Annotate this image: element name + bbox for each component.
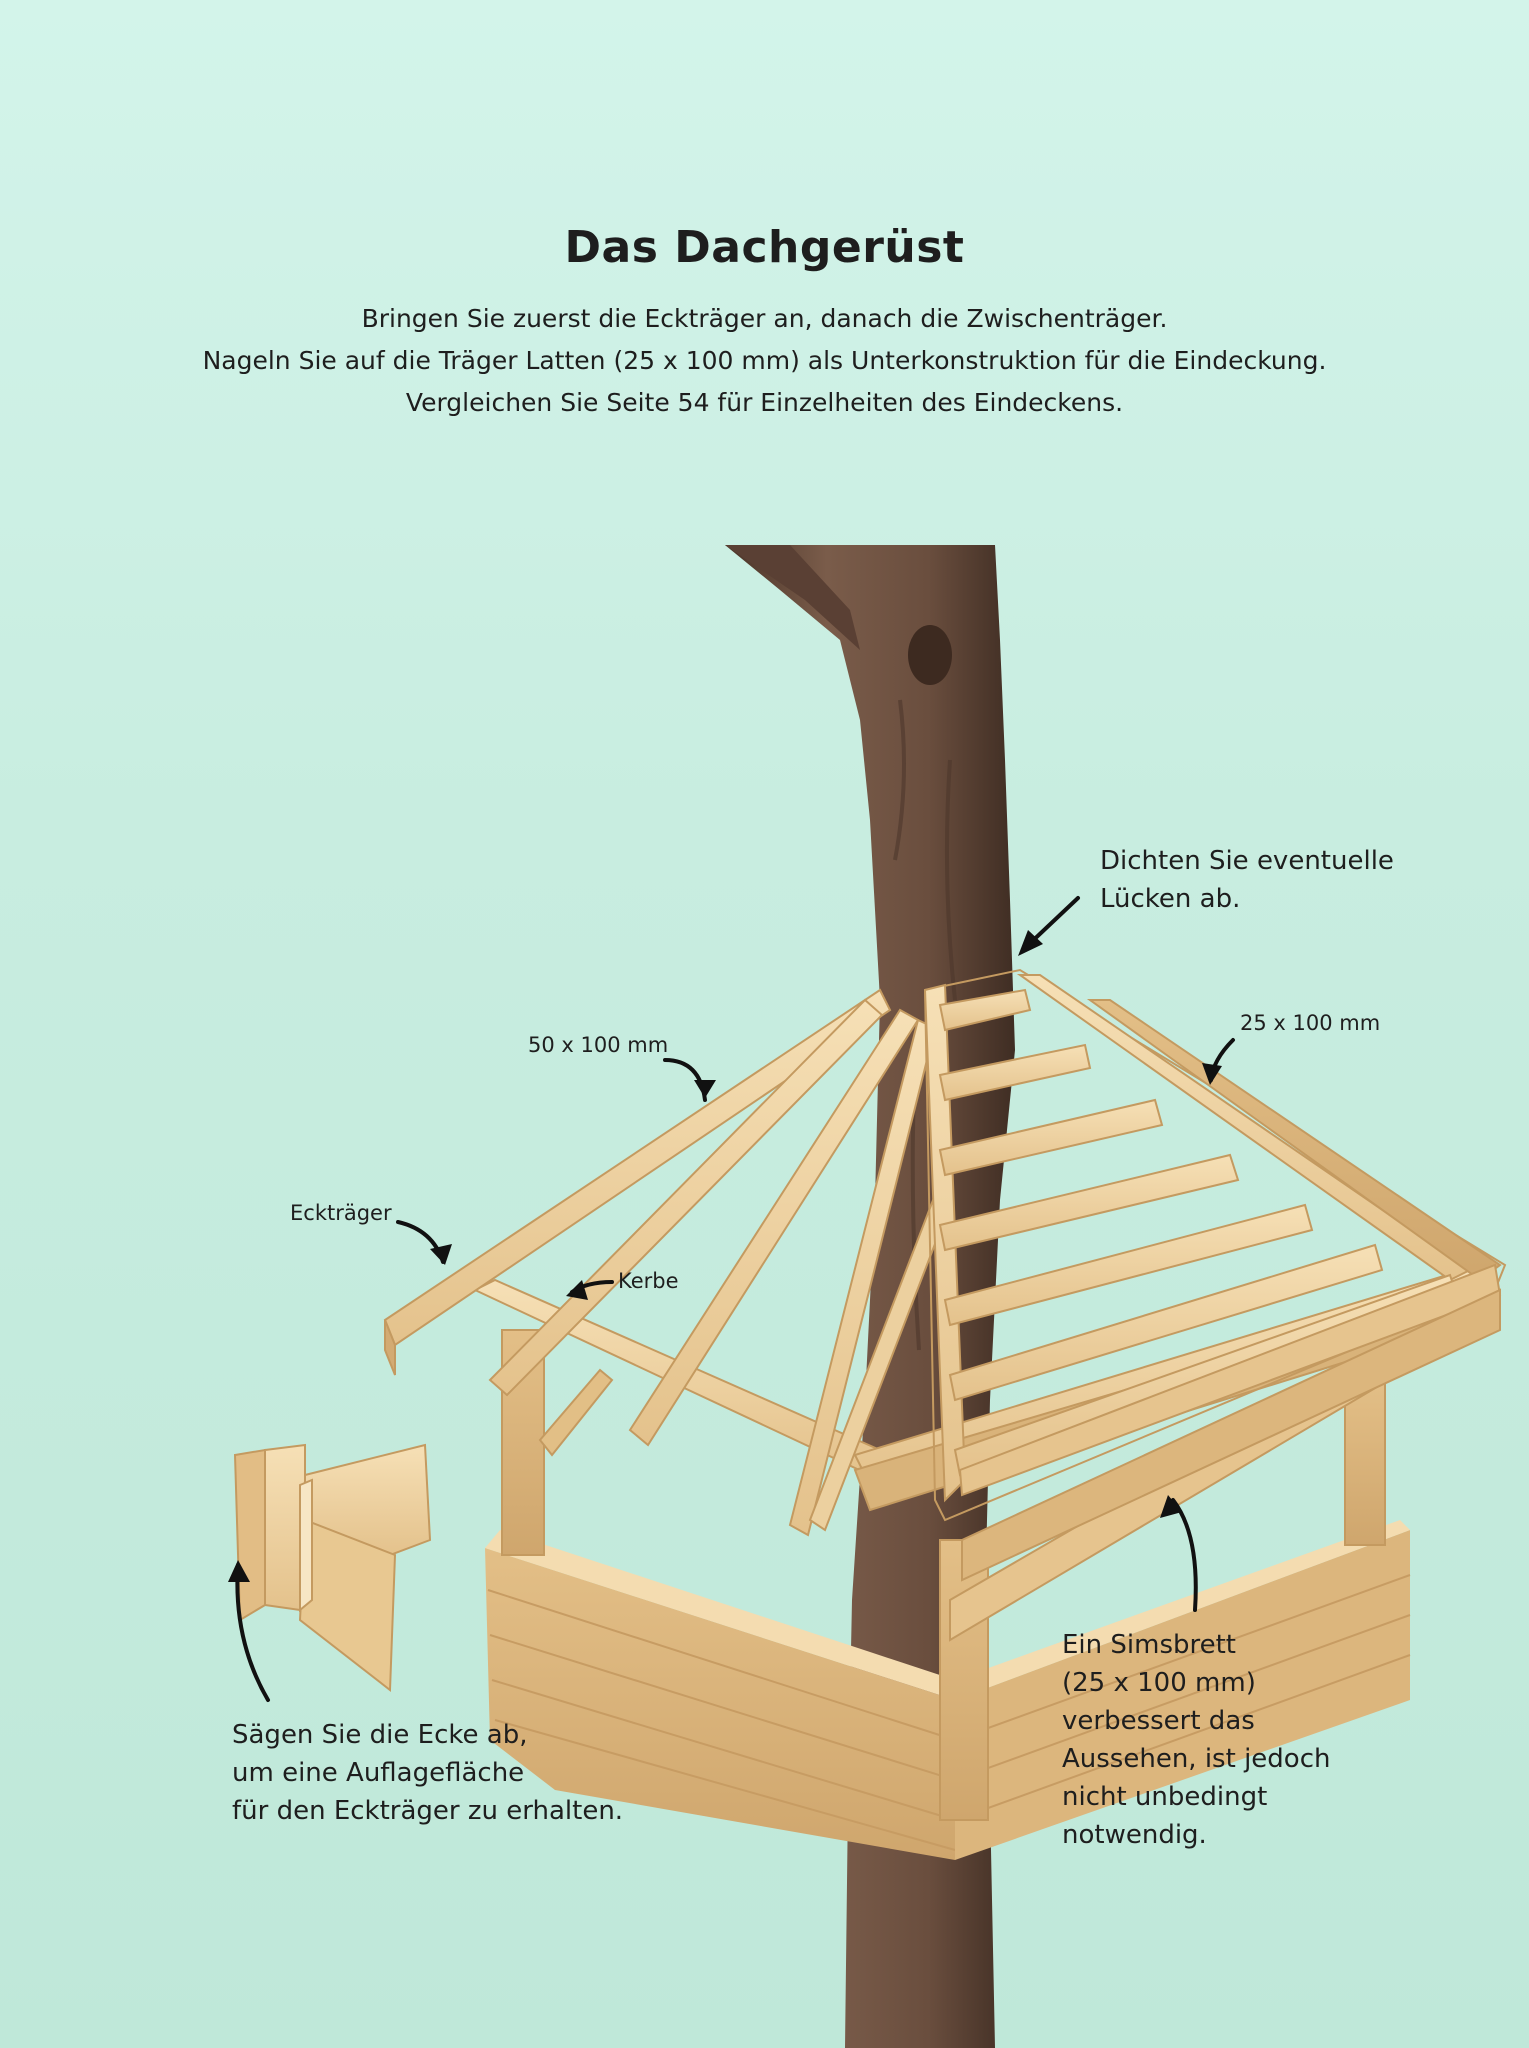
label-line: (25 x 100 mm) [1062,1668,1256,1698]
intro-text: Bringen Sie zuerst die Eckträger an, dan… [0,298,1529,424]
cut-corner-detail [233,1443,432,1692]
right-roof-battens [923,968,1507,1582]
label-line: Aussehen, ist jedoch [1062,1744,1331,1774]
label-line: Sägen Sie die Ecke ab, [232,1720,528,1750]
label-batten-size: 25 x 100 mm [1240,1011,1381,1035]
label-rafter-size: 50 x 100 mm [528,1033,669,1057]
arrow-gaps [1018,896,1080,956]
arrow-rafter-size [663,1058,716,1102]
label-line: verbessert das [1062,1706,1255,1736]
label-fascia: Ein Simsbrett (25 x 100 mm) verbessert d… [1062,1626,1330,1854]
arrow-notch [566,1280,614,1300]
label-notch: Kerbe [618,1269,679,1293]
platform-box [485,1520,1411,1860]
label-seal-gaps: Dichten Sie eventuelle Lücken ab. [1100,842,1394,918]
label-line: nicht unbedingt [1062,1782,1268,1812]
left-rafters [383,988,952,1537]
intro-line: Nageln Sie auf die Träger Latten (25 x 1… [202,346,1327,375]
intro-line: Vergleichen Sie Seite 54 für Einzelheite… [405,388,1124,417]
label-line: notwendig. [1062,1820,1207,1850]
label-line: um eine Auflagefläche [232,1758,525,1788]
page-title: Das Dachgerüst [564,222,965,273]
arrow-corner-rafter [396,1220,452,1265]
label-line: Dichten Sie eventuelle [1100,846,1394,876]
label-line: Ein Simsbrett [1062,1630,1237,1660]
arrow-fascia [1160,1495,1198,1612]
arrow-saw-corner [228,1560,270,1702]
label-line: Lücken ab. [1100,884,1241,914]
annotation-arrows [228,896,1235,1702]
label-line: für den Eckträger zu erhalten. [232,1796,624,1826]
label-saw-corner: Sägen Sie die Ecke ab, um eine Auflagefl… [232,1716,623,1830]
arrow-batten-size [1202,1038,1235,1085]
label-corner-rafter: Eckträger [290,1201,392,1225]
intro-line: Bringen Sie zuerst die Eckträger an, dan… [361,304,1168,333]
